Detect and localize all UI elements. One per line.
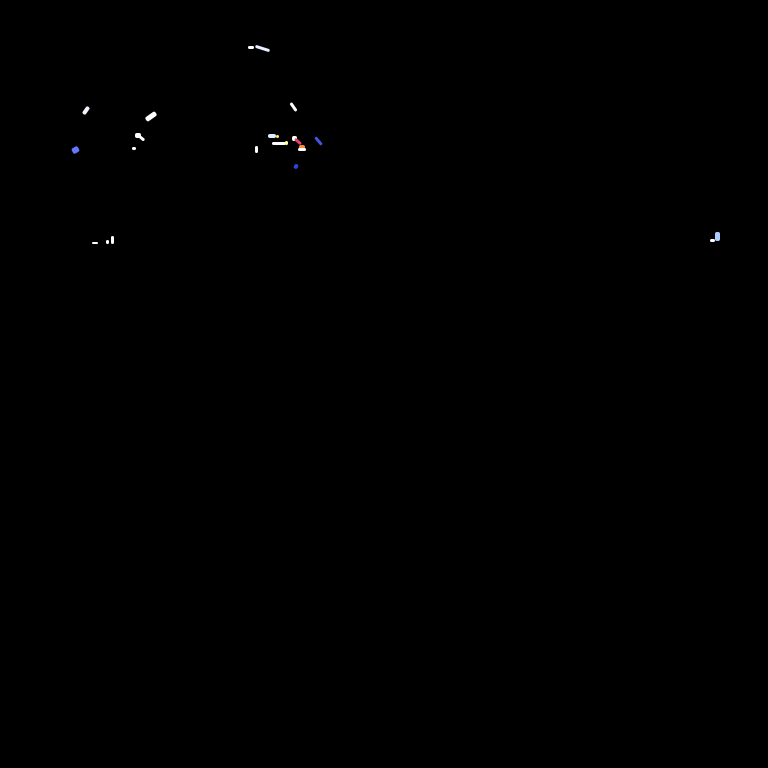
light-fragment [272, 142, 286, 145]
light-fragment [135, 133, 141, 138]
light-fragment [298, 148, 306, 151]
light-fragment [70, 145, 81, 155]
light-fragment [289, 102, 298, 112]
light-fragment [106, 240, 109, 244]
light-fragment [81, 105, 91, 116]
light-fragment [144, 111, 158, 122]
light-fragment [715, 232, 720, 241]
light-fragment [710, 239, 715, 242]
light-fragment [254, 44, 271, 53]
light-fragment [276, 135, 279, 138]
light-fragment [268, 134, 276, 138]
light-fragment [299, 145, 305, 149]
light-fragment [285, 141, 288, 145]
light-fragment [248, 46, 254, 49]
light-fragment [92, 242, 98, 244]
light-fragment [293, 163, 299, 170]
light-fragment [138, 135, 146, 142]
light-fragment [132, 147, 136, 150]
light-fragment [111, 236, 114, 244]
light-fragment [255, 146, 258, 153]
light-fragment [314, 136, 323, 146]
